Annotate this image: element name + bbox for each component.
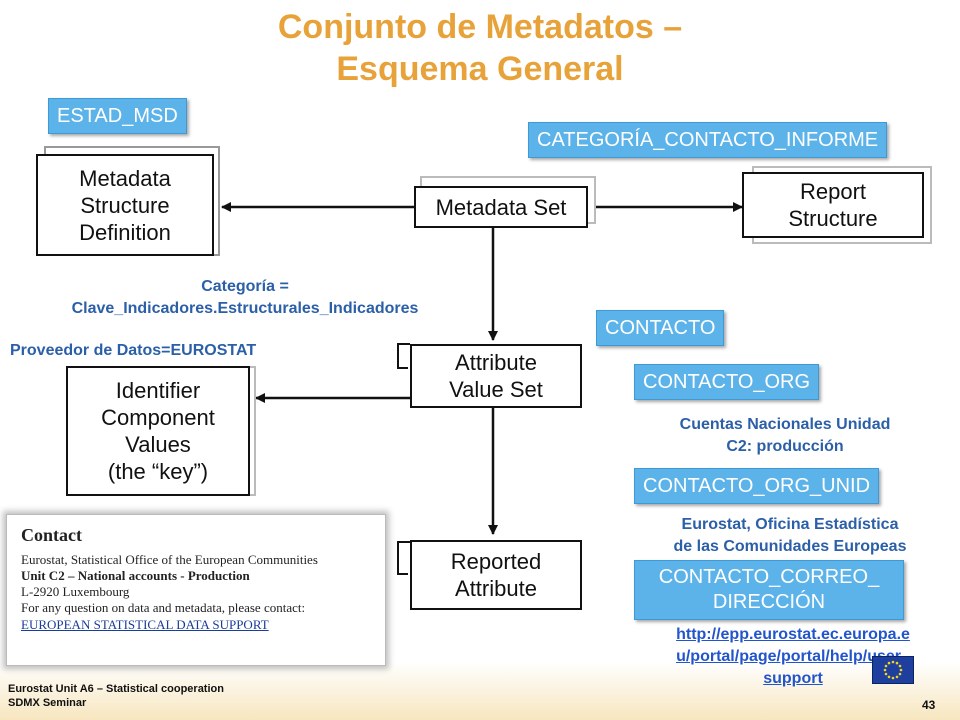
icv-line-3: Values (125, 432, 191, 457)
contact-support-link[interactable]: EUROPEAN STATISTICAL DATA SUPPORT (21, 617, 269, 632)
contact-heading: Contact (21, 525, 82, 545)
url-line-3: support (763, 670, 823, 687)
identifier-component-values-box: Identifier Component Values (the “key”) (66, 366, 250, 496)
url-line-1: http://epp.eurostat.ec.europa.e (676, 626, 910, 643)
metadata-structure-definition-box: Metadata Structure Definition (36, 154, 214, 256)
tag-categoria-contacto-informe: CATEGORÍA_CONTACTO_INFORME (528, 122, 888, 158)
categoria-line-1: Categoría = (201, 278, 289, 295)
cuentas-line-1: Cuentas Nacionales Unidad (679, 416, 891, 433)
support-url-link[interactable]: http://epp.eurostat.ec.europa.e u/portal… (626, 624, 960, 690)
report-structure-box: Report Structure (742, 172, 924, 238)
title-line-1: Conjunto de Metadatos – (277, 8, 683, 46)
self-loop-reported (397, 541, 410, 575)
icv-line-4: (the “key”) (107, 459, 209, 484)
contact-panel: Contact Eurostat, Statistical Office of … (6, 514, 386, 666)
msd-line-3: Definition (79, 219, 171, 245)
reported-line-1: Reported (450, 549, 542, 574)
tag-contacto-org: CONTACTO_ORG (634, 364, 820, 400)
self-loop-attrset (397, 343, 410, 369)
title-line-2: Esquema General (336, 50, 624, 88)
proveedor-annotation: Proveedor de Datos=EUROSTAT (10, 342, 257, 359)
footer-text: Eurostat Unit A6 – Statistical cooperati… (8, 682, 224, 710)
tag-contacto-org-unid: CONTACTO_ORG_UNID (634, 468, 880, 504)
msd-line-2: Structure (80, 192, 170, 218)
report-line-2: Structure (788, 206, 878, 231)
reported-line-2: Attribute (455, 576, 537, 601)
metadata-set-box: Metadata Set (414, 186, 588, 228)
footer-line-2: SDMX Seminar (8, 697, 87, 709)
tag-contacto: CONTACTO (596, 310, 725, 346)
icv-line-1: Identifier (115, 378, 201, 403)
eurostat-annotation: Eurostat, Oficina Estadística de las Com… (620, 514, 960, 558)
msd-line-1: Metadata (79, 165, 171, 191)
icv-line-2: Component (101, 405, 215, 430)
tag-correo-line-2: DIRECCIÓN (712, 591, 826, 613)
tag-contacto-correo-direccion: CONTACTO_CORREO_ DIRECCIÓN (634, 560, 904, 620)
cuentas-annotation: Cuentas Nacionales Unidad C2: producción (610, 414, 960, 458)
categoria-line-2: Clave_Indicadores.Estructurales_Indicado… (71, 300, 419, 317)
reported-attribute-box: Reported Attribute (410, 540, 582, 610)
tag-estad-msd: ESTAD_MSD (48, 98, 187, 134)
attr-line-1: Attribute (455, 350, 537, 375)
metadata-set-label: Metadata Set (435, 194, 567, 220)
eu-flag-icon (872, 656, 914, 684)
page-title: Conjunto de Metadatos – Esquema General (0, 6, 960, 90)
url-line-2: u/portal/page/portal/help/user_ (676, 648, 910, 665)
eurostat-line-1: Eurostat, Oficina Estadística (681, 516, 899, 533)
eurostat-line-2: de las Comunidades Europeas (673, 538, 907, 555)
contact-line-3: L-2920 Luxembourg (21, 584, 130, 599)
categoria-annotation: Categoría = Clave_Indicadores.Estructura… (0, 276, 490, 320)
attribute-value-set-box: Attribute Value Set (410, 344, 582, 408)
contact-line-4: For any question on data and metadata, p… (21, 600, 306, 615)
cuentas-line-2: C2: producción (726, 438, 844, 455)
footer-band (0, 662, 960, 720)
contact-line-1: Eurostat, Statistical Office of the Euro… (21, 552, 318, 567)
report-line-1: Report (799, 179, 867, 204)
attr-line-2: Value Set (449, 377, 543, 402)
page-number: 43 (922, 698, 936, 712)
footer-line-1: Eurostat Unit A6 – Statistical cooperati… (8, 683, 224, 695)
contact-line-2: Unit C2 – National accounts - Production (21, 568, 250, 583)
tag-correo-line-1: CONTACTO_CORREO_ (658, 566, 880, 588)
